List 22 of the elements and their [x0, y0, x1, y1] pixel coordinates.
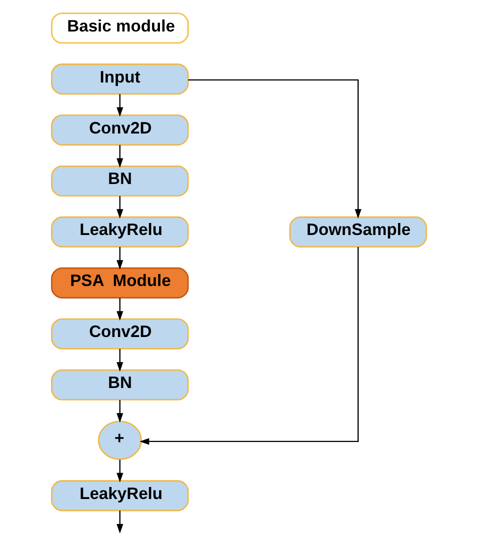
arrow: [188, 79, 361, 219]
node-box: DownSample: [288, 216, 426, 248]
node-box: PSA Module: [50, 267, 188, 298]
node-box: Conv2D: [50, 114, 188, 146]
node-box: LeakyRelu: [50, 480, 188, 512]
node-box: Basic module: [50, 12, 188, 44]
arrow: [116, 196, 123, 219]
node-box: BN: [50, 165, 188, 197]
node-ellipse: +: [97, 420, 142, 460]
arrow: [116, 298, 123, 321]
arrow: [116, 348, 123, 372]
arrow: [116, 94, 123, 117]
node-box: Input: [50, 64, 188, 95]
node-box: Conv2D: [50, 318, 188, 350]
arrow: [116, 460, 123, 482]
arrow: [116, 510, 123, 534]
arrow: [116, 400, 123, 423]
arrow: [139, 247, 358, 445]
node-box: LeakyRelu: [50, 216, 188, 248]
node-box: BN: [50, 369, 188, 400]
arrow: [116, 145, 123, 168]
arrow: [116, 246, 123, 270]
